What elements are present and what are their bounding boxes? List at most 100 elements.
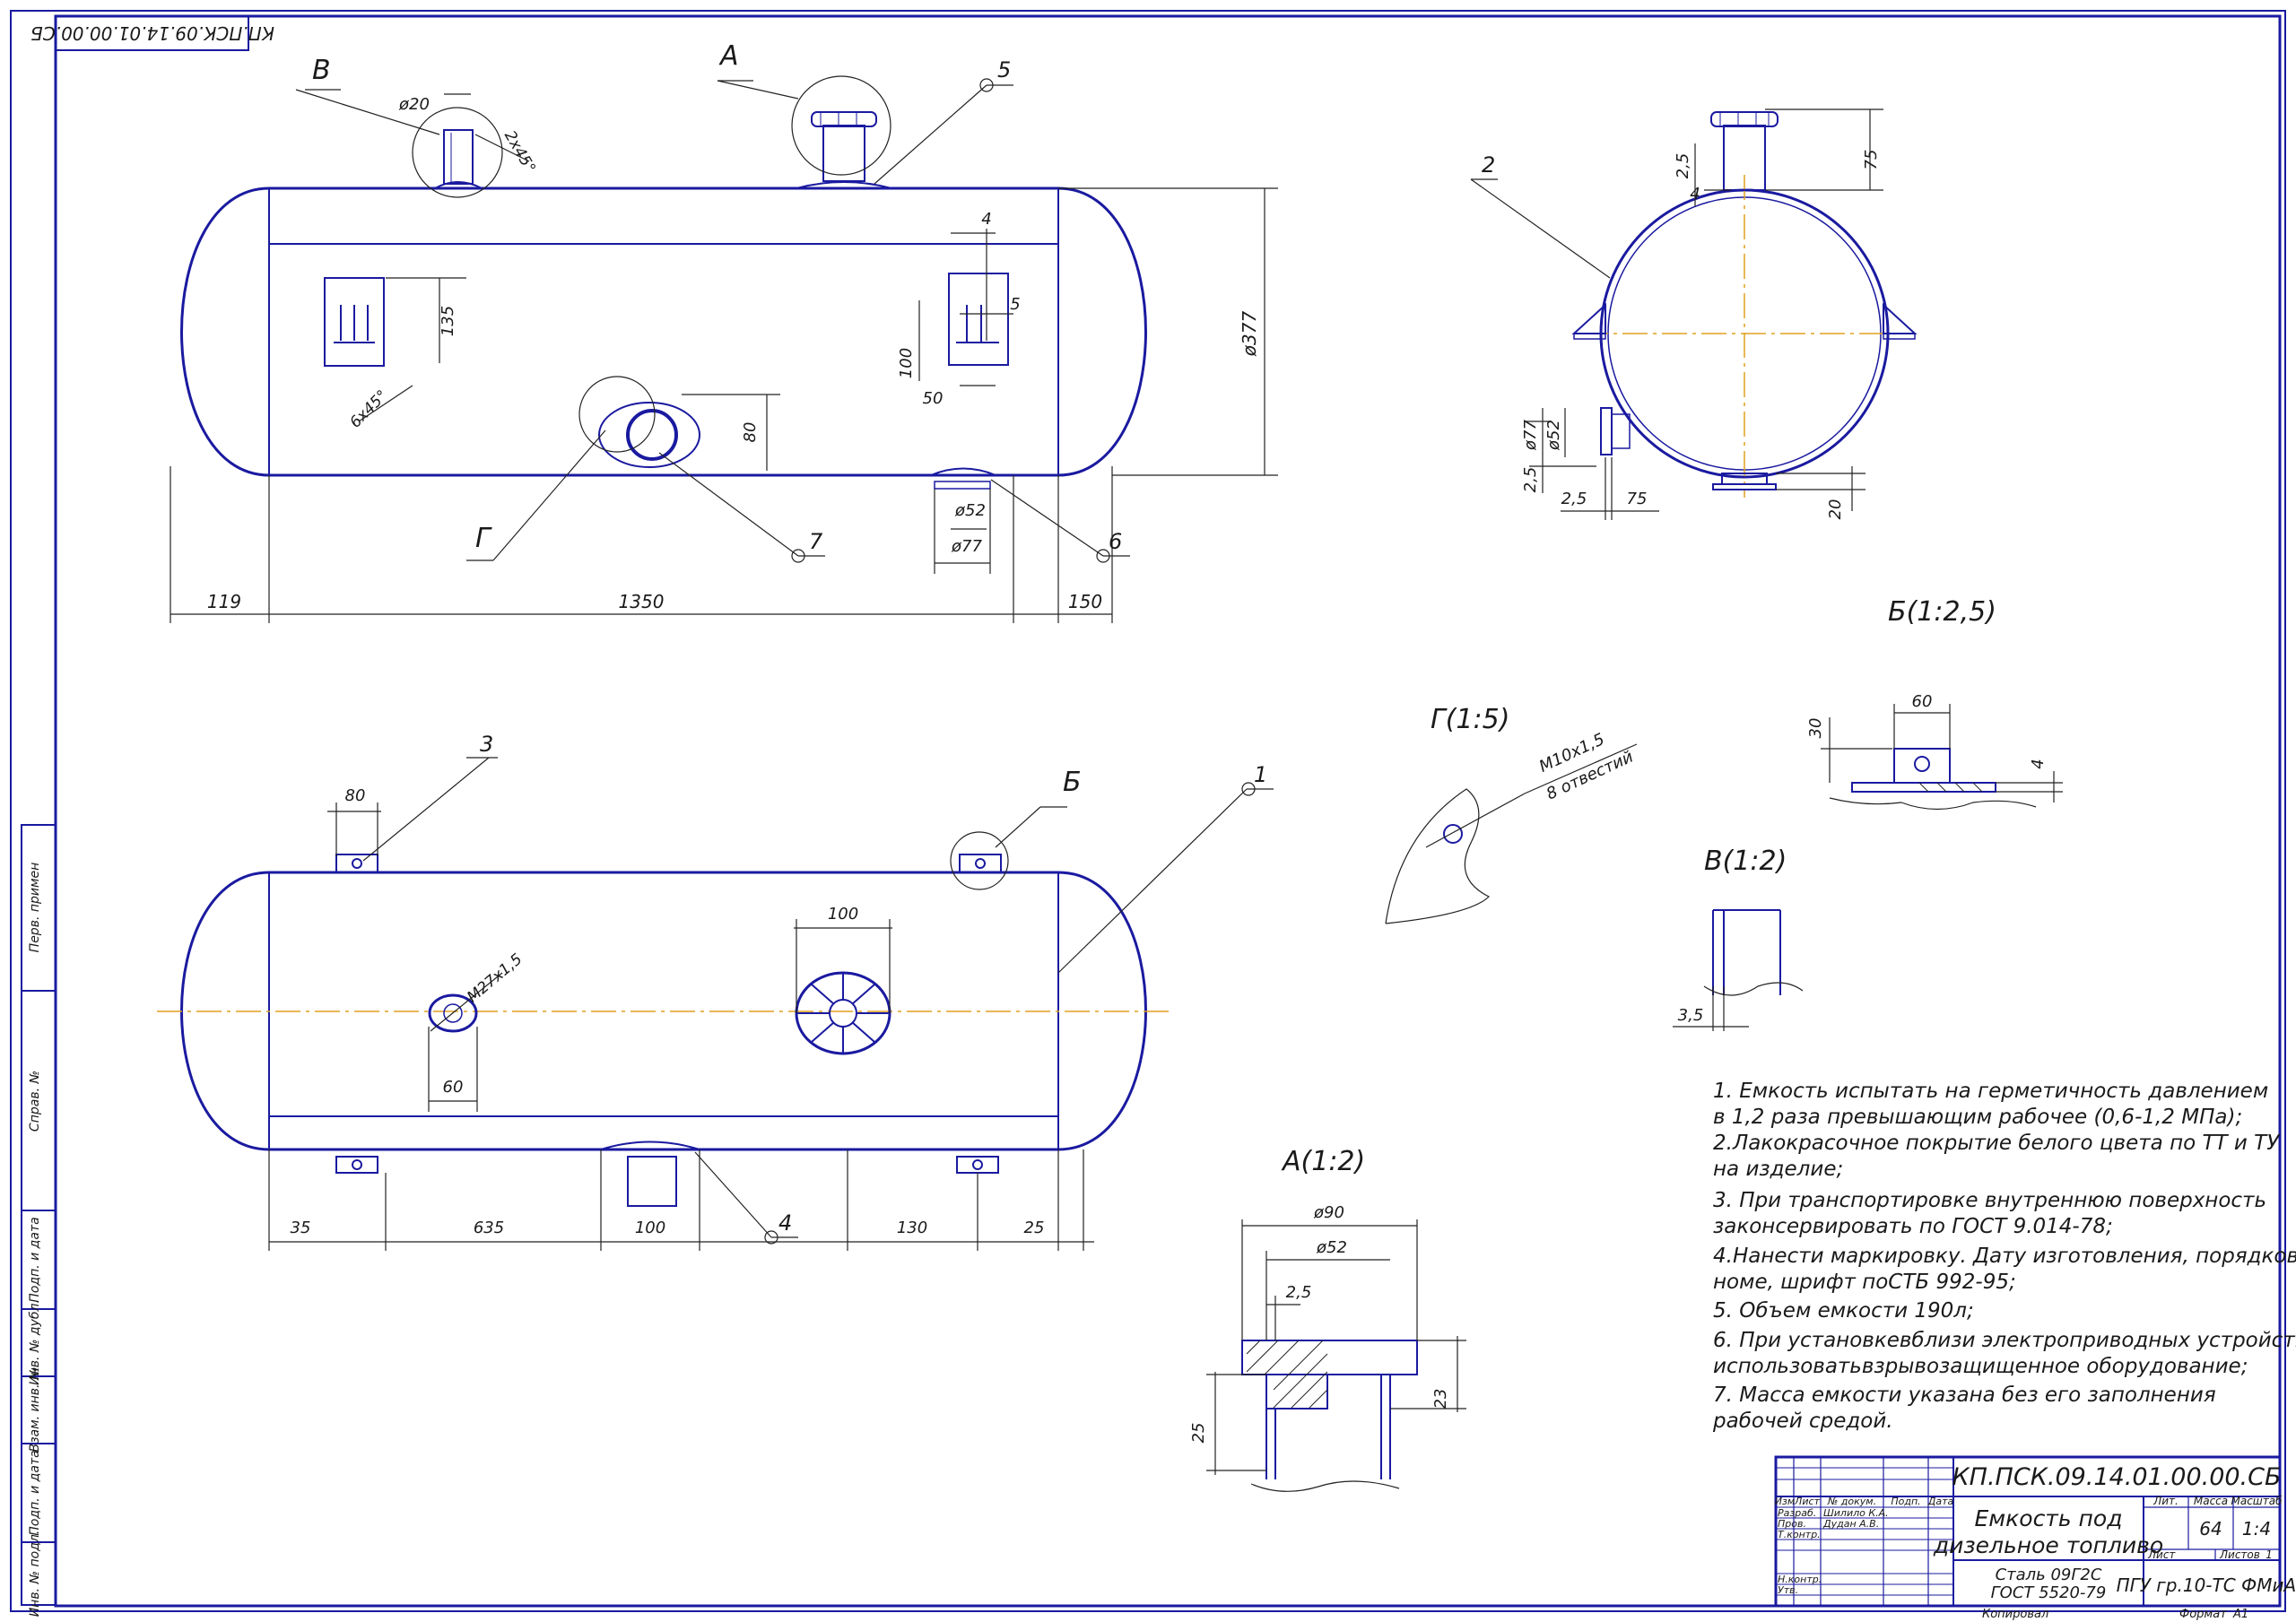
bottom-dim-100-top: 100 [828, 905, 858, 924]
listov-value: 1 [2266, 1548, 2273, 1561]
top-view-tank [180, 75, 1147, 490]
title-name-1: Емкость под [1975, 1505, 2123, 1531]
bottom-dim-80: 80 [345, 786, 366, 805]
note-line: законсервировать по ГОСТ 9.014-78; [1713, 1215, 2113, 1238]
detail-a [1206, 1219, 1466, 1492]
bottom-dim-m27: М27х1,5 [464, 950, 526, 1007]
section-a-title: А(1:2) [1281, 1146, 1365, 1177]
title-org: ПГУ гр.10-ТС ФМиАТ [2117, 1574, 2296, 1596]
title-material-2: ГОСТ 5520-79 [1991, 1583, 2107, 1602]
leader-1: 1 [1254, 762, 1267, 787]
inner-frame [54, 14, 2282, 1608]
masshtab-label: Масштаб [2231, 1495, 2283, 1507]
note-line: на изделие; [1713, 1158, 1843, 1181]
title-material-1: Сталь 09Г2С [1996, 1566, 2102, 1584]
section-b-title: Б(1:2,5) [1888, 596, 1996, 628]
prov-name: Дудан А.В. [1822, 1518, 1879, 1530]
bottom-dim-60: 60 [443, 1078, 464, 1097]
note-line: в 1,2 раза превышающим рабочее (0,6-1,2 … [1713, 1106, 2242, 1129]
note-line: использоватьвзрывозащищенное оборудовани… [1713, 1355, 2248, 1378]
note-line: 4.Нанести маркировку. Дату изготовления,… [1713, 1245, 2296, 1268]
dim-100-top: 100 [897, 348, 916, 378]
col-izm: Изм [1775, 1496, 1795, 1507]
side-view [1470, 108, 1918, 520]
rotated-stamp-box [55, 15, 249, 51]
prov-label: Пров. [1778, 1518, 1806, 1530]
bottom-dim-35: 35 [291, 1219, 311, 1237]
side-dim-25a: 2,5 [1674, 153, 1692, 179]
detail-v [1673, 909, 1804, 1031]
side-dim-20: 20 [1826, 499, 1845, 520]
col-list: Лист [1794, 1496, 1820, 1507]
detail-b [1821, 704, 2063, 811]
podp-data-label-2: Подп. и дата [28, 1450, 42, 1535]
note-line: 1. Емкость испытать на герметичность дав… [1713, 1080, 2268, 1103]
note-line: рабочей средой. [1712, 1409, 1893, 1433]
side-dim-75b: 75 [1627, 490, 1648, 508]
note-line: 2.Лакокрасочное покрытие белого цвета по… [1713, 1132, 2281, 1155]
dim-d20: ø20 [398, 95, 430, 114]
dim-119: 119 [207, 591, 241, 612]
lit-label: Лит. [2152, 1495, 2179, 1507]
dim-50-top: 50 [923, 389, 944, 408]
bottom-view-tank [157, 831, 1170, 1207]
top-view-leaders [295, 78, 1130, 563]
detail-a-25: 2,5 [1286, 1283, 1312, 1302]
nkontr-label: Н.контр. [1778, 1574, 1822, 1585]
detail-b-60: 60 [1912, 692, 1933, 711]
detail-a-d52: ø52 [1316, 1238, 1347, 1257]
format-label: Формат [2179, 1608, 2227, 1621]
side-dim-d77: ø77 [1521, 419, 1540, 450]
bottom-dim-635: 635 [474, 1219, 504, 1237]
podp-data-label-1: Подп. и дата [28, 1217, 42, 1302]
bottom-dim-130: 130 [897, 1219, 927, 1237]
side-dim-d52: ø52 [1544, 420, 1563, 451]
inv-dubl-label: Инв. № дубл. [28, 1299, 42, 1385]
side-dim-25b: 2,5 [1521, 467, 1540, 493]
dim-150: 150 [1068, 591, 1102, 612]
view-label-g: Г [475, 523, 492, 554]
title-name-2: дизельное топливо [1933, 1532, 2163, 1558]
dim-5-top: 5 [1010, 295, 1020, 314]
bottom-view-dims [268, 757, 1274, 1251]
vzam-inv-label: Взам. инв. № [28, 1366, 42, 1452]
masshtab-value: 1:4 [2242, 1518, 2271, 1540]
detail-a-d90: ø90 [1313, 1203, 1344, 1222]
razrab-label: Разраб. [1778, 1507, 1816, 1519]
massa-label: Масса [2194, 1495, 2228, 1507]
view-label-b: Б [1063, 767, 1082, 798]
list-label: Лист [2147, 1548, 2176, 1561]
side-dim-4: 4 [1690, 185, 1700, 204]
side-dim-75a: 75 [1862, 150, 1881, 170]
leader-7: 7 [809, 529, 823, 554]
technical-notes: 1. Емкость испытать на герметичность дав… [1712, 1080, 2296, 1433]
dim-80-top: 80 [741, 422, 760, 443]
format-value: А1 [2232, 1608, 2248, 1621]
dim-1350: 1350 [619, 591, 665, 612]
detail-b-4: 4 [2029, 759, 2048, 768]
note-line: 7. Масса емкости указана без его заполне… [1713, 1383, 2216, 1407]
rotated-stamp-code: КП.ПСК.09.14.01.00.00.СБ [30, 22, 274, 44]
dim-2x45: 2х45° [500, 127, 539, 176]
col-podp: Подп. [1891, 1496, 1920, 1507]
dim-135: 135 [439, 306, 457, 336]
side-strip: Перв. примен Справ. № Подп. и дата Инв. … [21, 824, 57, 1617]
detail-v-35: 3,5 [1678, 1006, 1704, 1025]
sprav-label: Справ. № [28, 1071, 42, 1132]
leader-6: 6 [1109, 529, 1122, 554]
dim-4-top: 4 [981, 210, 991, 229]
dim-6x45: 6х45° [346, 386, 391, 431]
note-line: 3. При транспортировке внутреннюю поверх… [1713, 1189, 2266, 1212]
note-line: 5. Объем емкости 190л; [1713, 1299, 1974, 1323]
leader-3: 3 [480, 732, 493, 757]
view-label-a: А [718, 40, 739, 72]
dim-d377: ø377 [1239, 311, 1260, 358]
leader-2: 2 [1482, 152, 1495, 178]
title-block [1774, 1455, 2282, 1608]
leader-5: 5 [997, 57, 1011, 82]
listov-label: Листов [2219, 1548, 2260, 1561]
kopiroval-label: Копировал [1982, 1608, 2048, 1621]
outer-frame [10, 10, 2286, 1612]
